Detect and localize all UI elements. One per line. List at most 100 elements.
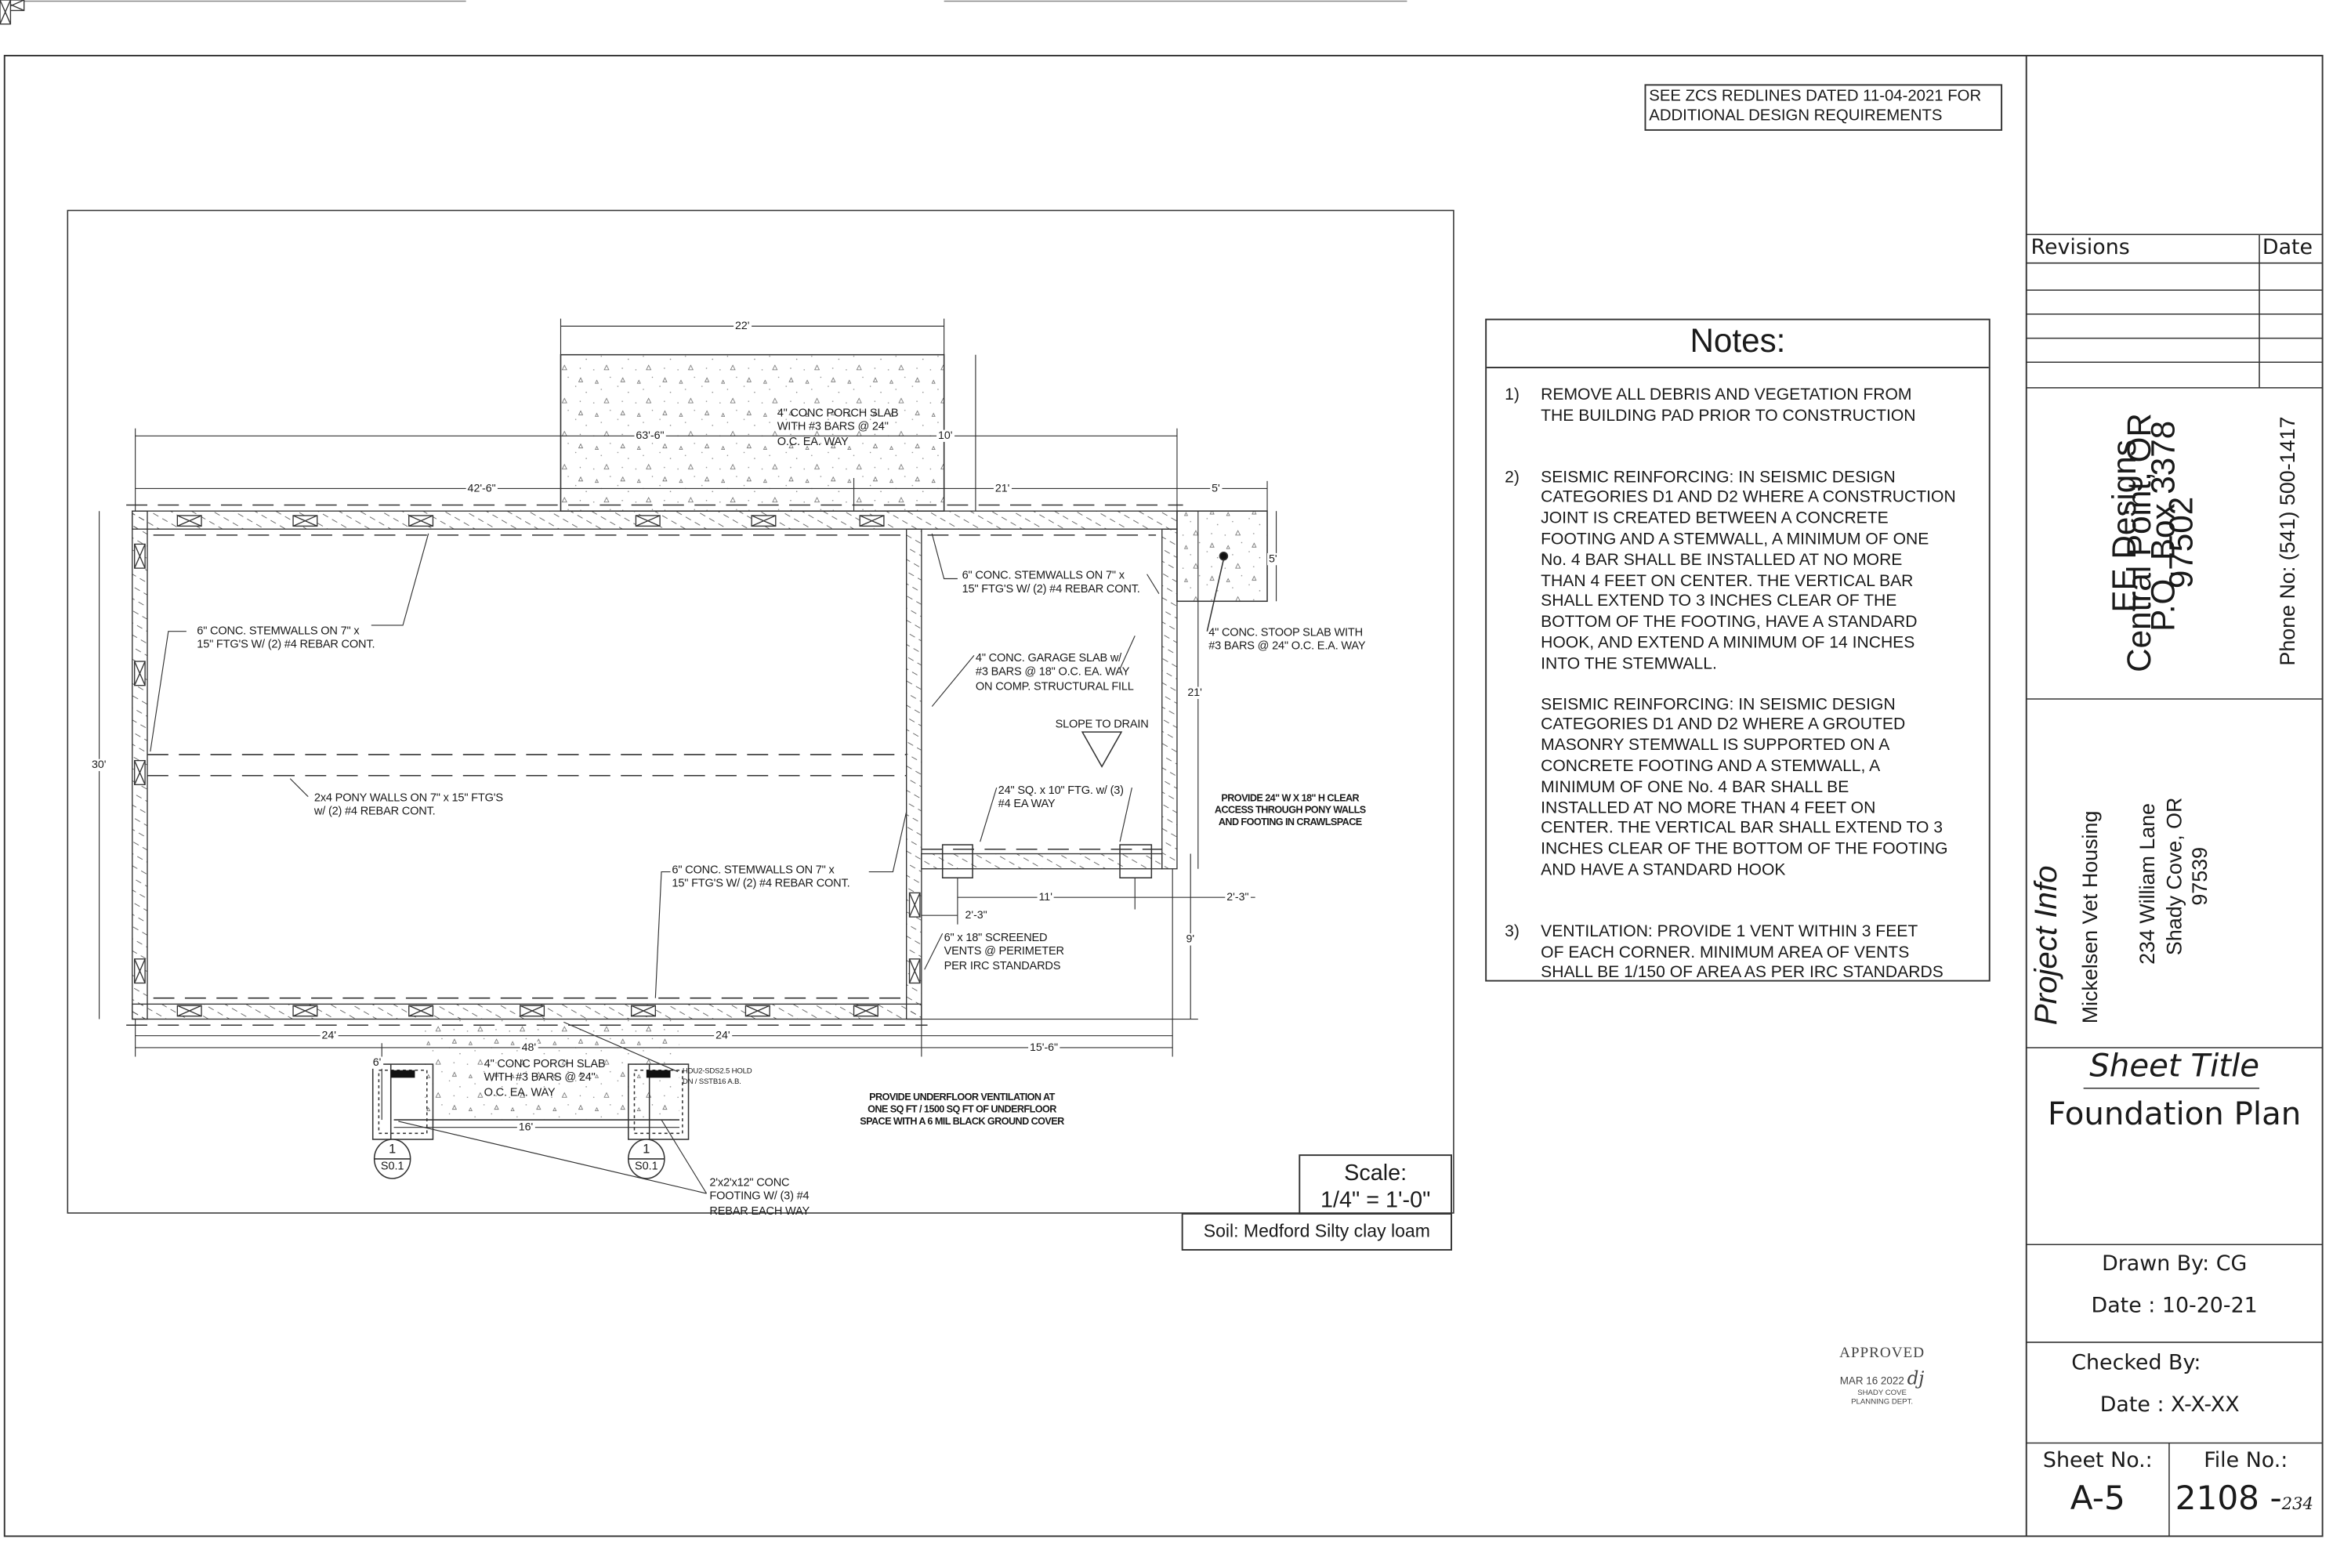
- garage-slab-note: 4" CONC. GARAGE SLAB w/#3 BARS @ 18" O.C…: [975, 650, 1134, 693]
- note-line: SHALL BE 1/150 OF AREA AS PER IRC STANDA…: [1541, 964, 1943, 983]
- note-line: INTO THE STEMWALL.: [1541, 654, 1717, 673]
- dim-lower-depth: 9': [1184, 932, 1196, 946]
- note-line: MASONRY STEMWALL IS SUPPORTED ON A: [1541, 737, 1890, 755]
- dim-lower-width: 15'-6": [1028, 1040, 1060, 1054]
- note-paragraph: SEISMIC REINFORCING: IN SEISMIC DESIGN CA…: [1541, 469, 1956, 676]
- file-no-handwritten: 234: [2281, 1494, 2313, 1514]
- scale-value: 1/4" = 1'-0": [1320, 1187, 1431, 1213]
- note-line: THAN 4 FEET ON CENTER. THE VERTICAL BAR: [1541, 572, 1914, 591]
- project-info-label: Project Info: [2029, 865, 2064, 1026]
- dim-garage-width: 21': [993, 480, 1012, 495]
- scale-box: Scale: 1/4" = 1'-0": [1299, 1154, 1452, 1215]
- stoop-slab-note: 4" CONC. STOOP SLAB WITH#3 BARS @ 24" O.…: [1208, 625, 1366, 654]
- dim-rear-porch-width: 16': [516, 1120, 535, 1134]
- revisions-date-header: Date: [2262, 236, 2313, 260]
- note-line: CONCRETE FOOTING AND A STEMWALL, A: [1541, 757, 1881, 776]
- project-address-zip: 97539: [2186, 846, 2212, 906]
- drawn-date: Date : 10-20-21: [2091, 1294, 2258, 1319]
- note-paragraph: REMOVE ALL DEBRIS AND VEGETATION FROM THE…: [1541, 386, 1915, 428]
- note-line: AND HAVE A STANDARD HOOK: [1541, 861, 1786, 880]
- designer-phone: Phone No: (541) 500-1417: [2275, 416, 2299, 666]
- note-line: CATEGORIES D1 AND D2 WHERE A GROUTED: [1541, 715, 1906, 734]
- note-line: HOOK, AND EXTEND A MINIMUM OF 14 INCHES: [1541, 634, 1915, 653]
- file-no: 2108 -234: [2175, 1480, 2313, 1519]
- dim-pier-span: 11': [1037, 889, 1054, 904]
- note-line: FOOTING AND A STEMWALL, A MINIMUM OF ONE: [1541, 531, 1929, 549]
- redline-line: SEE ZCS REDLINES DATED 11-04-2021 FOR: [1649, 87, 1982, 106]
- scale-label: Scale:: [1344, 1160, 1407, 1186]
- dim-bottom-left: 24': [320, 1028, 338, 1042]
- note-number: 1): [1505, 386, 1520, 404]
- note-item: 3) VENTILATION: PROVIDE 1 VENT WITHIN 3 F…: [1505, 922, 1973, 1004]
- note-line: BOTTOM OF THE FOOTING, HAVE A STANDARD: [1541, 613, 1918, 632]
- dim-garage-depth: 21': [1186, 685, 1204, 699]
- note-line: SEISMIC REINFORCING: IN SEISMIC DESIGN: [1541, 695, 1896, 714]
- vents: [0, 0, 921, 1017]
- note-line: CENTER. THE VERTICAL BAR SHALL EXTEND TO…: [1541, 820, 1943, 838]
- note-line: SHALL EXTEND TO 3 INCHES CLEAR OF THE: [1541, 592, 1897, 611]
- note-line: CATEGORIES D1 AND D2 WHERE A CONSTRUCTIO…: [1541, 489, 1956, 508]
- drawn-by: Drawn By: CG: [2102, 1251, 2248, 1276]
- file-no-label: File No.:: [2204, 1449, 2288, 1473]
- note-item: 2) SEISMIC REINFORCING: IN SEISMIC DESIGN…: [1505, 469, 1973, 902]
- note-line: VENTILATION: PROVIDE 1 VENT WITHIN 3 FEE…: [1541, 922, 1918, 941]
- dim-house-left: 42'-6": [465, 480, 498, 495]
- redline-line: ADDITIONAL DESIGN REQUIREMENTS: [1649, 107, 1943, 125]
- notes-title: Notes:: [1487, 320, 1989, 368]
- designer-zip: 97502: [2162, 496, 2201, 589]
- dim-bottom-right: 24': [714, 1028, 732, 1042]
- dim-stoop-width: 5': [1210, 480, 1222, 495]
- soil-box: Soil: Medford Silty clay loam: [1181, 1212, 1452, 1251]
- notes-box: Notes: 1) REMOVE ALL DEBRIS AND VEGETATIO…: [1485, 318, 1991, 982]
- dim-porch-depth: 10': [936, 428, 955, 442]
- front-porch-slab: [560, 353, 945, 512]
- project-name: Mickelsen Vet Housing: [2077, 810, 2102, 1024]
- designer-city: Central Point, OR: [2120, 413, 2158, 672]
- checked-date: Date : X-X-XX: [2099, 1393, 2240, 1418]
- note-line: SEISMIC REINFORCING: IN SEISMIC DESIGN: [1541, 468, 1896, 487]
- project-address-street: 234 William Lane: [2134, 802, 2159, 965]
- note-line: No. 4 BAR SHALL BE INSTALLED AT NO MORE: [1541, 551, 1903, 570]
- sheet-title: Foundation Plan: [2047, 1095, 2302, 1132]
- approved-stamp: APPROVED MAR 16 2022 dj SHADY COVE PLANN…: [1839, 1345, 1925, 1407]
- note-line: INCHES CLEAR OF THE BOTTOM OF THE FOOTIN…: [1541, 840, 1948, 859]
- sheet-no-label: Sheet No.:: [2042, 1449, 2153, 1473]
- sheet-title-label: Sheet Title: [2089, 1047, 2260, 1085]
- note-line: REMOVE ALL DEBRIS AND VEGETATION FROM: [1541, 386, 1912, 404]
- dim-rear-porch-depth: 6': [371, 1055, 383, 1069]
- note-number: 3): [1505, 922, 1520, 941]
- sheet-no: A-5: [2070, 1480, 2125, 1519]
- note-item: 1) REMOVE ALL DEBRIS AND VEGETATION FROM T…: [1505, 386, 1973, 447]
- redline-note: SEE ZCS REDLINES DATED 11-04-2021 FOR AD…: [1644, 84, 2003, 131]
- note-line: OF EACH CORNER. MINIMUM AREA OF VENTS: [1541, 943, 1910, 961]
- dim-overall: 63'-6": [634, 428, 666, 442]
- notes-list: 1) REMOVE ALL DEBRIS AND VEGETATION FROM T…: [1505, 386, 1973, 1025]
- note-line: JOINT IS CREATED BETWEEN A CONCRETE: [1541, 509, 1889, 528]
- dim-bottom-total: 48': [520, 1040, 538, 1054]
- dim-pier-offset-left: 2'-3": [963, 907, 989, 922]
- revisions-header: Revisions: [2030, 236, 2130, 260]
- slope-to-drain-label: SLOPE TO DRAIN: [1055, 716, 1149, 731]
- checked-by: Checked By:: [2071, 1351, 2201, 1376]
- dim-pier-offset-right: 2'-3": [1225, 889, 1251, 904]
- note-number: 2): [1505, 468, 1520, 487]
- slope-to-drain-triangle: [1081, 731, 1123, 768]
- pier-footing-note: 24" SQ. x 10" FTG. w/ (3)#4 EA WAY: [998, 783, 1124, 811]
- note-line: THE BUILDING PAD PRIOR TO CONSTRUCTION: [1541, 407, 1916, 425]
- dim-porch-width: 22': [734, 318, 752, 332]
- dim-stoop-depth: 5': [1267, 551, 1279, 566]
- dim-house-depth: 30': [90, 757, 108, 772]
